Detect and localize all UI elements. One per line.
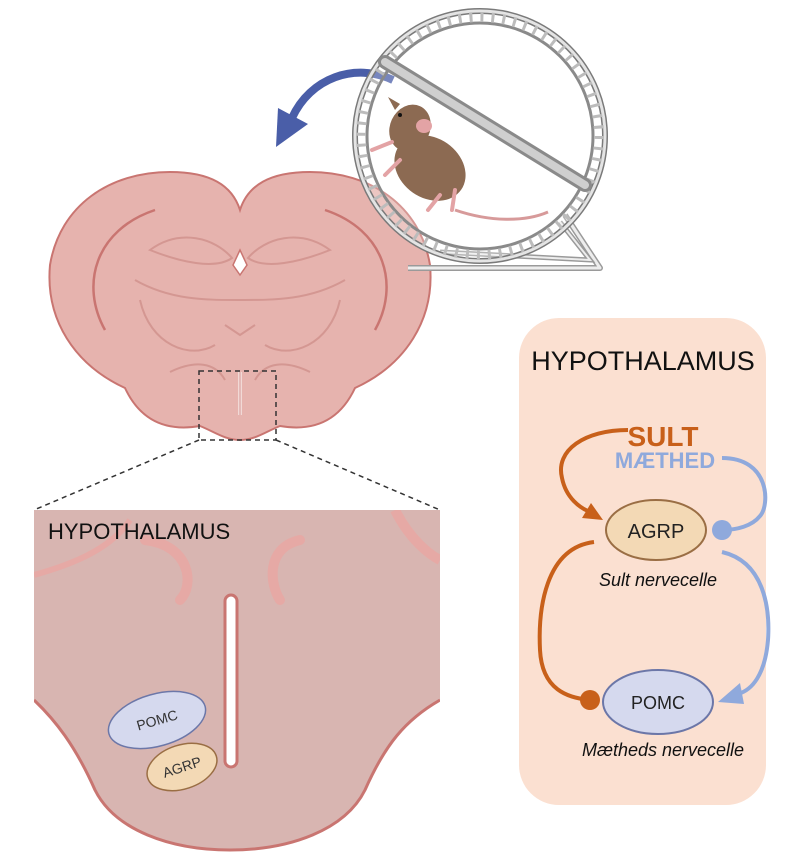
maethed-label: MÆTHED — [615, 448, 715, 473]
pomc-cell-zoom: POMC — [107, 690, 207, 750]
brain-section-icon — [48, 170, 432, 442]
agrp-node — [605, 499, 707, 561]
maethed-inhibition — [721, 456, 768, 532]
agrp-cell-zoom: AGRP — [146, 742, 218, 792]
curved-arrow-icon — [276, 68, 395, 147]
sult-label: SULT — [627, 421, 698, 452]
running-wheel-icon — [352, 8, 608, 271]
zoom-title: HYPOTHALAMUS — [48, 519, 230, 544]
sult-arrow — [559, 428, 629, 514]
agrp-to-pomc-inhibition — [537, 540, 595, 702]
zoom-panel — [34, 510, 440, 855]
pomc-node — [602, 669, 714, 735]
panel-title: HYPOTHALAMUS — [531, 346, 755, 376]
agrp-caption: Sult nervecelle — [599, 570, 717, 590]
pomc-node-label: POMC — [631, 693, 685, 713]
mouse-icon — [370, 97, 549, 221]
agrp-node-label: AGRP — [628, 521, 685, 543]
selection-box — [198, 370, 277, 441]
pomc-caption: Mætheds nervecelle — [582, 740, 744, 760]
to-pomc-activation — [721, 550, 771, 696]
